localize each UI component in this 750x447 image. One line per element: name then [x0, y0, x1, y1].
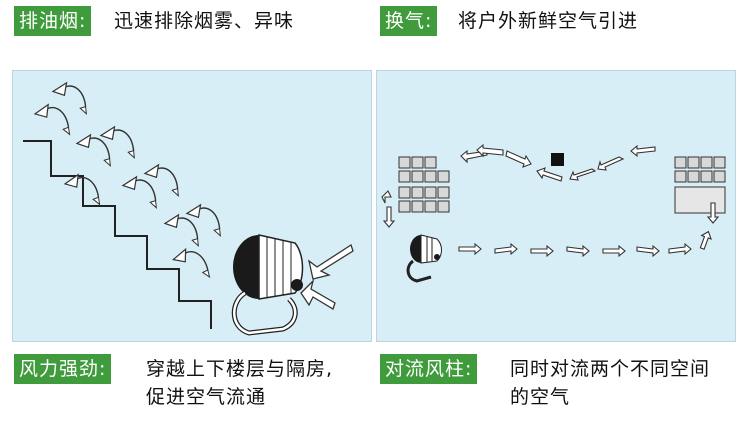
airflow-arrow-icon: [381, 143, 720, 250]
fan-icon: [406, 234, 442, 283]
airflow-arrow-icon: [32, 78, 230, 278]
intake-arrow-icon: [300, 243, 354, 310]
staircase-outline: [23, 140, 212, 329]
stairs-illustration-panel: [12, 70, 372, 342]
feature-tag-strong-wind: 风力强劲:: [14, 354, 112, 384]
window-grid-icon: [398, 156, 450, 213]
feature-tag-convection: 对流风柱:: [380, 354, 478, 384]
feature-desc-exhaust: 迅速排除烟雾、异味: [114, 10, 295, 32]
feature-desc-strong-wind-line1: 穿越上下楼层与隔房,: [146, 358, 334, 380]
feature-tag-ventilation: 换气:: [380, 6, 438, 36]
vent-square: [551, 153, 564, 166]
stairs-illustration: [23, 78, 354, 336]
feature-desc-ventilation: 将户外新鲜空气引进: [458, 10, 639, 32]
feature-desc-convection-line2: 的空气: [510, 386, 571, 408]
rooms-illustration: [381, 143, 726, 283]
feature-desc-strong-wind-line2: 促进空气流通: [146, 386, 267, 408]
rooms-illustration-panel: [376, 70, 736, 342]
feature-tag-exhaust: 排油烟:: [14, 6, 92, 36]
airflow-arrow-icon: [458, 242, 692, 258]
fan-icon: [231, 234, 304, 336]
window-grid-icon: [674, 156, 726, 214]
feature-desc-convection-line1: 同时对流两个不同空间: [510, 358, 711, 380]
